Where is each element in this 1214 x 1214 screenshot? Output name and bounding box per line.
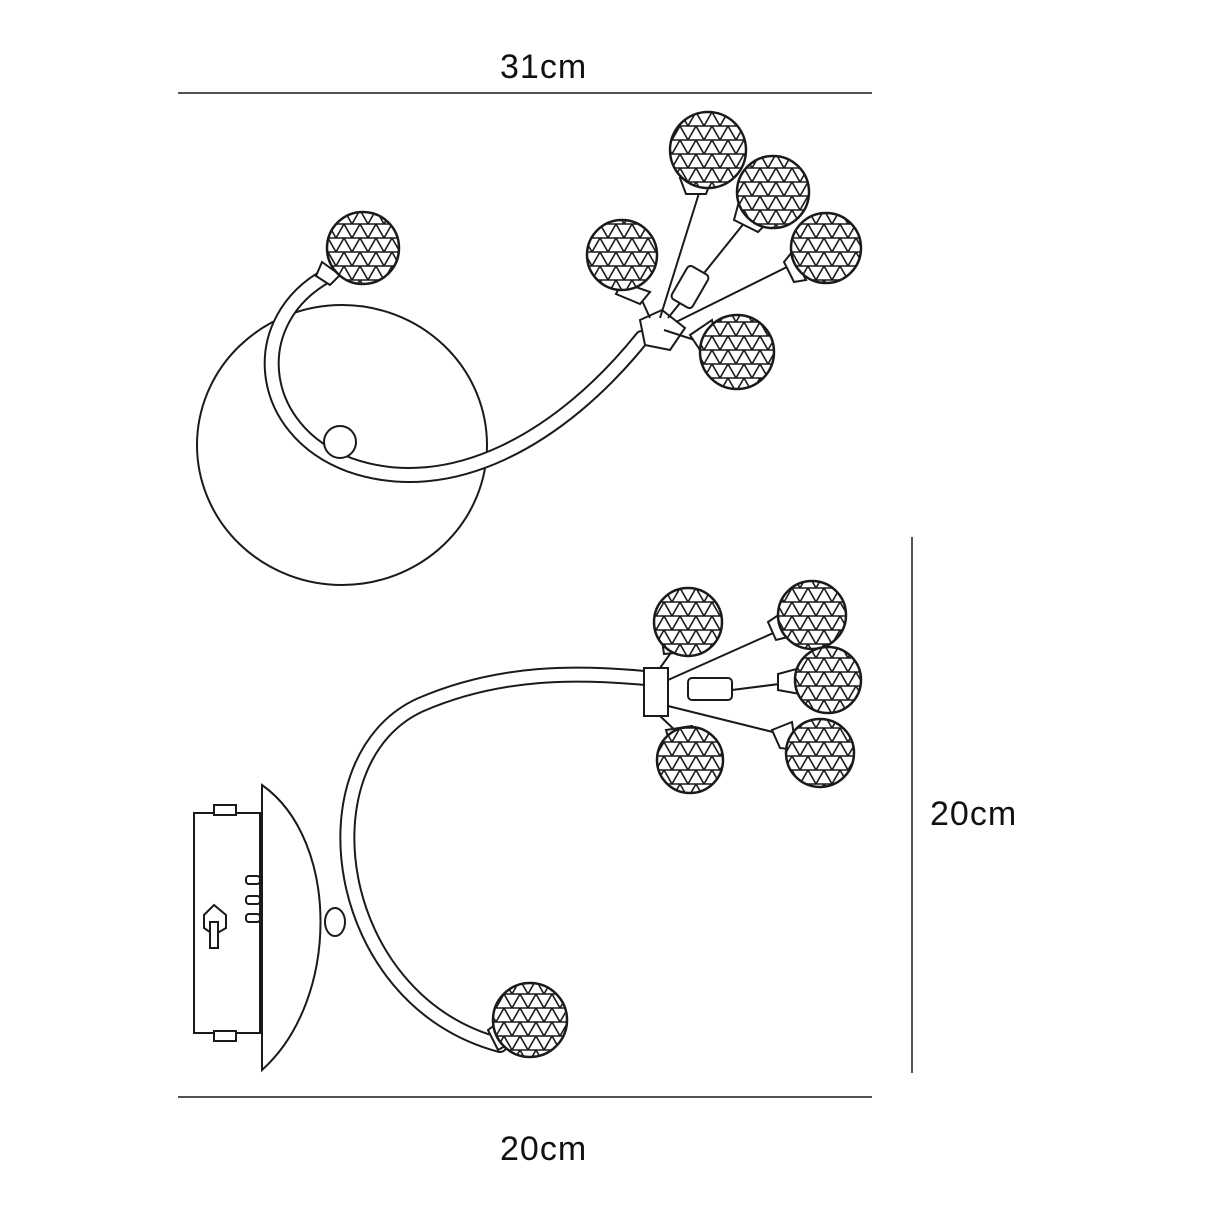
crystal-globe bbox=[789, 211, 863, 285]
crystal-globe bbox=[668, 110, 748, 190]
side-view bbox=[193, 608, 801, 1073]
front-bulb bbox=[670, 265, 710, 309]
side-bulb bbox=[687, 677, 733, 701]
wall-plate-side bbox=[261, 783, 322, 1073]
crystal-globe bbox=[793, 645, 863, 715]
height-label: 20cm bbox=[930, 795, 1018, 833]
crystal-globe bbox=[655, 725, 725, 795]
crystal-globe bbox=[735, 154, 811, 230]
crystal-globe bbox=[784, 717, 856, 789]
crystal-globe bbox=[585, 218, 659, 292]
bottom-width-label: 20cm bbox=[500, 1130, 588, 1168]
front-hub bbox=[638, 308, 687, 352]
front-crystal-globes bbox=[325, 110, 863, 391]
crystal-globe bbox=[698, 313, 776, 391]
arm-knuckle bbox=[323, 425, 357, 459]
side-crystal-globes bbox=[491, 579, 863, 1059]
front-view bbox=[196, 177, 808, 586]
crystal-globe bbox=[491, 981, 569, 1059]
crystal-globe bbox=[652, 586, 724, 658]
crystal-globe bbox=[325, 210, 401, 286]
side-hub bbox=[643, 667, 669, 717]
crystal-globe bbox=[776, 579, 848, 651]
top-width-label: 31cm bbox=[500, 48, 588, 86]
